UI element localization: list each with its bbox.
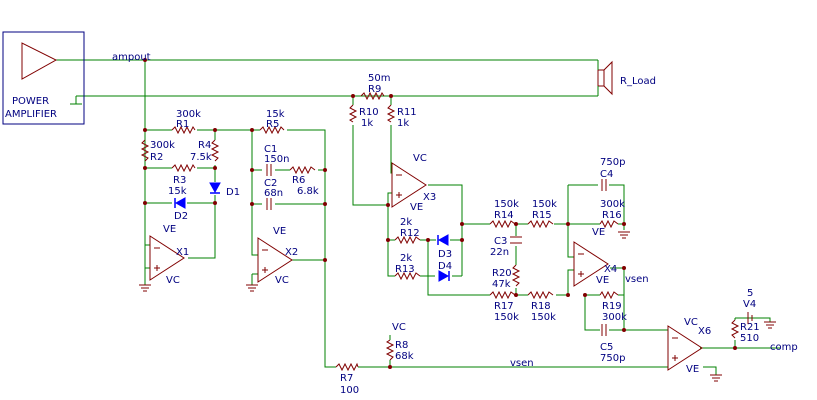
r12-value: 2k <box>400 217 412 228</box>
capacitors: C1 150n C2 68n C3 22n 750p C4 C5 750p <box>264 144 625 364</box>
r10-value: 1k <box>361 118 373 129</box>
r13-value: 2k <box>400 253 412 264</box>
c5-value: 750p <box>600 353 625 364</box>
opamp-x1 <box>149 235 185 281</box>
c3-name: C3 <box>494 236 507 247</box>
x3-vc: VC <box>413 153 427 164</box>
d1-name: D1 <box>226 187 240 198</box>
x3-ve: VE <box>410 202 423 213</box>
r20-value: 47k <box>492 279 511 290</box>
x1-ve: VE <box>163 224 176 235</box>
r15-value: 150k <box>532 199 557 210</box>
x4-ve2: VE <box>596 275 609 286</box>
resistors: 300k R1 300k R2 R3 15k R4 7.5k 15k R5 R6… <box>140 73 760 396</box>
net-label-comp: comp <box>770 342 798 353</box>
wires <box>56 59 780 375</box>
r9-name: R9 <box>368 84 381 95</box>
r7-name: R7 <box>340 373 353 384</box>
r13-name: R13 <box>395 264 415 275</box>
r14-value: 150k <box>494 199 519 210</box>
power-amplifier-label-line1: POWER <box>12 96 49 107</box>
r7-value: 100 <box>340 385 359 396</box>
net-label-ampout: ampout <box>112 52 151 63</box>
x3-name: X3 <box>423 192 436 203</box>
r14-name: R14 <box>494 210 514 221</box>
v4-name: V4 <box>743 299 756 310</box>
r11-name: R11 <box>397 107 417 118</box>
diode-d3 <box>437 234 449 246</box>
r19-value: 300k <box>602 312 627 323</box>
r4-name: R4 <box>198 140 211 151</box>
x6-ve: VE <box>686 364 699 375</box>
net-label-vc-r8: VC <box>392 322 406 333</box>
r21-value: 510 <box>740 333 759 344</box>
c2-name: C2 <box>264 178 277 189</box>
d3-name: D3 <box>438 249 452 260</box>
r6-name: R6 <box>292 175 305 186</box>
net-label-vsen-bottom: vsen <box>510 358 534 369</box>
x6-name: X6 <box>698 326 711 337</box>
x2-vc: VC <box>275 275 289 286</box>
r12-name: R12 <box>400 228 420 239</box>
junction-dots <box>143 58 737 369</box>
x4-ve: VE <box>592 227 605 238</box>
x6-vc: VC <box>684 317 698 328</box>
x2-name: X2 <box>285 247 298 258</box>
r3-value: 15k <box>168 186 187 197</box>
diode-d4 <box>438 270 450 282</box>
power-amplifier-label-line2: AMPLIFIER <box>5 109 57 120</box>
c1-value: 150n <box>264 154 289 165</box>
c5-name: C5 <box>600 342 613 353</box>
c4-value: 750p <box>600 157 625 168</box>
ground-symbols <box>138 231 777 382</box>
r17-name: R17 <box>494 301 514 312</box>
r11-value: 1k <box>397 118 409 129</box>
opamps: X1 VE VC X2 VE VC X3 VC VE X4 VE VE X6 V… <box>149 153 711 375</box>
opamp-x3 <box>391 162 427 208</box>
r17-value: 150k <box>494 312 519 323</box>
r16-name: R16 <box>602 210 622 221</box>
c1-name: C1 <box>264 144 277 155</box>
r20-name: R20 <box>492 268 512 279</box>
r18-value: 150k <box>531 312 556 323</box>
r9-value: 50m <box>368 73 390 84</box>
x1-vc: VC <box>166 275 180 286</box>
r19-name: R19 <box>602 301 622 312</box>
power-amplifier: POWER AMPLIFIER <box>2 31 85 125</box>
v4-value: 5 <box>747 288 753 299</box>
speaker-load: R_Load <box>597 60 656 96</box>
c2-value: 68n <box>264 188 283 199</box>
x1-name: X1 <box>176 247 189 258</box>
diodes: D1 D2 D3 D4 <box>174 182 452 282</box>
r10-name: R10 <box>359 107 379 118</box>
d4-name: D4 <box>438 261 452 272</box>
r1-value: 300k <box>176 109 201 120</box>
r5-value: 15k <box>266 109 285 120</box>
r2-name: R2 <box>150 152 163 163</box>
r16-value: 300k <box>600 199 625 210</box>
r15-name: R15 <box>532 210 552 221</box>
d2-name: D2 <box>174 211 188 222</box>
voltage-source-v4: 5 V4 <box>743 288 756 324</box>
r6-value: 6.8k <box>297 186 319 197</box>
x4-name: X4 <box>604 264 617 275</box>
r21-name: R21 <box>740 322 760 333</box>
r18-name: R18 <box>531 301 551 312</box>
net-label-vsen-x4: vsen <box>625 274 649 285</box>
r8-value: 68k <box>395 351 414 362</box>
r1-name: R1 <box>176 119 189 130</box>
r2-value: 300k <box>150 140 175 151</box>
x2-ve: VE <box>273 226 286 237</box>
c3-value: 22n <box>490 247 509 258</box>
load-label: R_Load <box>620 76 656 87</box>
c4-name: C4 <box>600 169 613 180</box>
diode-d1 <box>209 182 221 194</box>
r4-value: 7.5k <box>190 152 212 163</box>
r5-name: R5 <box>266 119 279 130</box>
diode-d2 <box>174 197 186 209</box>
r8-name: R8 <box>395 340 408 351</box>
r3-name: R3 <box>173 175 186 186</box>
